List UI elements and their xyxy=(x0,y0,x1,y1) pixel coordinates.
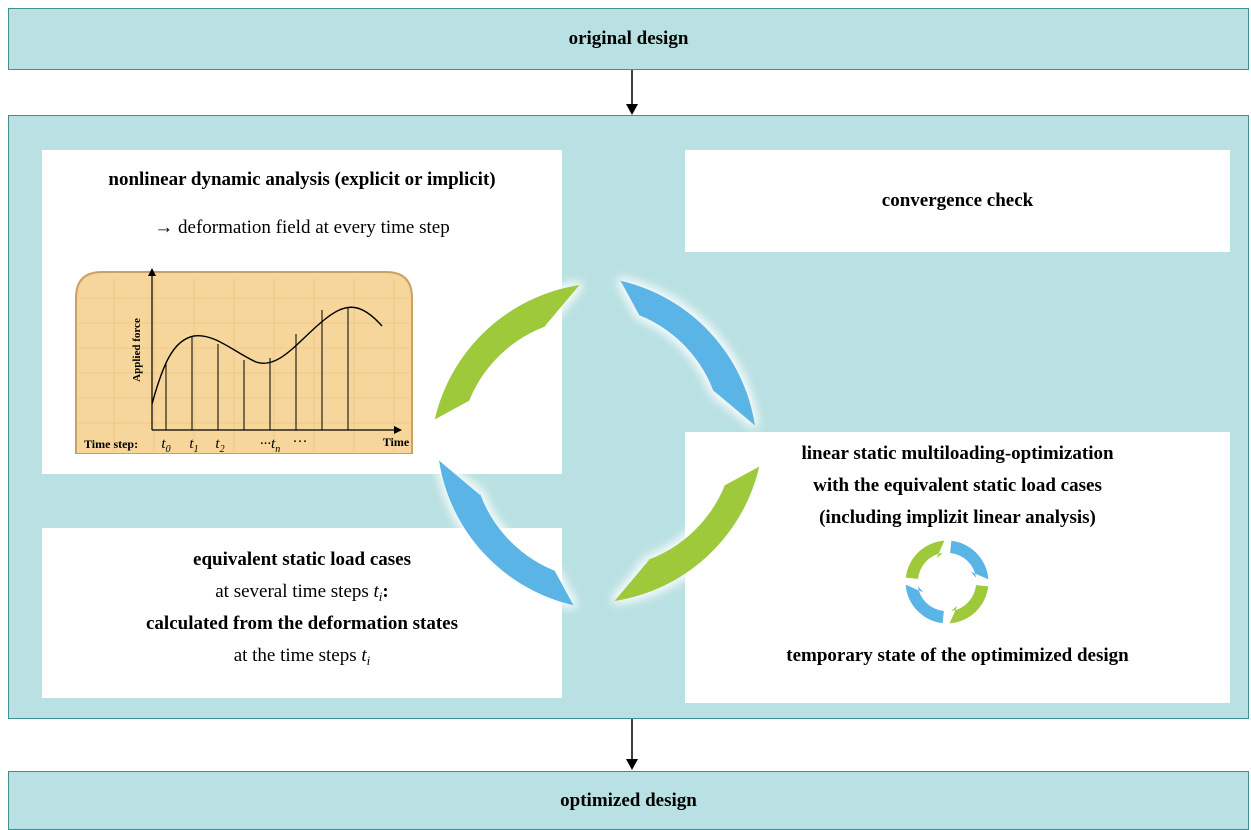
esl-line-3: calculated from the deformation states xyxy=(145,613,459,634)
opt-line-1: linear static multiloading-optimization xyxy=(801,443,1114,464)
linear-static-optimization-box: linear static multiloading-optimization … xyxy=(685,432,1230,703)
equivalent-static-loads-box: equivalent static load cases at several … xyxy=(42,528,562,698)
original-design-box: original design xyxy=(8,8,1249,70)
down-arrow-bottom xyxy=(626,719,638,770)
tick-tn: ···tn xyxy=(260,436,280,454)
tick-t2: t2 xyxy=(215,436,224,454)
small-cycle-icon xyxy=(905,540,989,624)
applied-force-chart: Applied force Time Time step: t0 t1 t2 ·… xyxy=(74,268,444,454)
tick-t0: t0 xyxy=(161,436,170,454)
opt-line-2: with the equivalent static load cases xyxy=(813,475,1102,496)
nda-subtitle: → deformation field at every time step xyxy=(154,217,450,238)
timestep-label: Time step: xyxy=(84,437,138,451)
opt-footer: temporary state of the optimimized desig… xyxy=(786,645,1129,666)
force-curve xyxy=(151,306,383,405)
down-arrow-top xyxy=(626,70,638,115)
esl-line-2: at several time steps ti: xyxy=(215,581,389,604)
original-design-label: original design xyxy=(568,28,689,49)
nda-title: nonlinear dynamic analysis (explicit or … xyxy=(108,169,496,190)
esl-line-4: at the time steps ti xyxy=(233,645,371,668)
esl-line-1: equivalent static load cases xyxy=(193,549,411,570)
chart-xlabel: Time xyxy=(383,435,410,449)
nonlinear-dynamic-analysis-box: nonlinear dynamic analysis (explicit or … xyxy=(42,150,562,474)
optimized-design-label: optimized design xyxy=(560,789,697,811)
tick-t1: t1 xyxy=(189,436,198,454)
tick-ellipsis: ··· xyxy=(293,434,308,450)
opt-line-3: (including implizit linear analysis) xyxy=(819,507,1096,528)
convergence-check-box: convergence check xyxy=(685,150,1230,252)
chart-ylabel: Applied force xyxy=(131,318,143,382)
optimized-design-box: optimized design xyxy=(8,771,1249,830)
convergence-check-label: convergence check xyxy=(881,190,1034,211)
